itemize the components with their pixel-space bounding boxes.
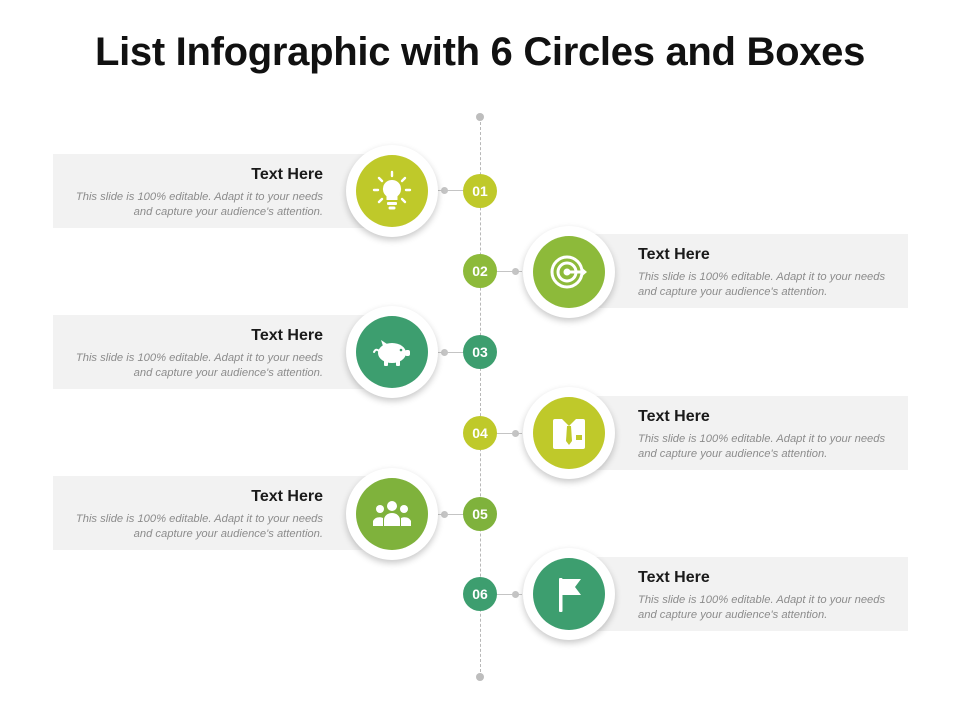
team-icon: [373, 501, 411, 526]
axis-bottom-dot: [476, 673, 484, 681]
circle-inner-1: [356, 155, 428, 227]
connector-5: [438, 514, 464, 515]
circle-5: [346, 468, 438, 560]
page-title: List Infographic with 6 Circles and Boxe…: [94, 30, 866, 74]
text-box-3: Text Here This slide is 100% editable. A…: [53, 315, 383, 389]
step-number-1: 01: [463, 174, 497, 208]
text-box-4: Text Here This slide is 100% editable. A…: [578, 396, 908, 470]
circle-inner-3: [356, 316, 428, 388]
axis-top-dot: [476, 113, 484, 121]
step-number-3: 03: [463, 335, 497, 369]
box-desc-6: This slide is 100% editable. Adapt it to…: [638, 594, 886, 621]
box-desc-4: This slide is 100% editable. Adapt it to…: [638, 433, 886, 460]
text-box-6: Text Here This slide is 100% editable. A…: [578, 557, 908, 631]
circle-6: [523, 548, 615, 640]
connector-dot-2: [512, 268, 519, 275]
box-desc-3: This slide is 100% editable. Adapt it to…: [75, 352, 323, 379]
piggy-bank-icon: [373, 340, 410, 366]
target-icon: [550, 255, 587, 289]
connector-dot-5: [441, 511, 448, 518]
lightbulb-icon: [372, 170, 412, 210]
box-desc-2: This slide is 100% editable. Adapt it to…: [638, 271, 886, 298]
step-number-4: 04: [463, 416, 497, 450]
connector-dot-6: [512, 591, 519, 598]
circle-1: [346, 145, 438, 237]
text-box-1: Text Here This slide is 100% editable. A…: [53, 154, 383, 228]
box-desc-5: This slide is 100% editable. Adapt it to…: [75, 513, 323, 540]
text-box-2: Text Here This slide is 100% editable. A…: [578, 234, 908, 308]
box-desc-1: This slide is 100% editable. Adapt it to…: [75, 191, 323, 218]
circle-3: [346, 306, 438, 398]
box-title-4: Text Here: [638, 408, 710, 425]
circle-inner-5: [356, 478, 428, 550]
timeline-axis: [480, 117, 481, 677]
connector-6: [496, 594, 522, 595]
connector-2: [496, 271, 522, 272]
step-number-5: 05: [463, 497, 497, 531]
step-number-6: 06: [463, 577, 497, 611]
box-title-5: Text Here: [251, 488, 323, 505]
text-box-5: Text Here This slide is 100% editable. A…: [53, 476, 383, 550]
box-title-3: Text Here: [251, 327, 323, 344]
connector-dot-4: [512, 430, 519, 437]
connector-dot-1: [441, 187, 448, 194]
circle-2: [523, 226, 615, 318]
step-number-2: 02: [463, 254, 497, 288]
circle-inner-2: [533, 236, 605, 308]
box-title-6: Text Here: [638, 569, 710, 586]
circle-inner-4: [533, 397, 605, 469]
circle-inner-6: [533, 558, 605, 630]
connector-dot-3: [441, 349, 448, 356]
connector-3: [438, 352, 464, 353]
flag-icon: [559, 578, 581, 612]
connector-1: [438, 190, 464, 191]
circle-4: [523, 387, 615, 479]
box-title-1: Text Here: [251, 166, 323, 183]
box-title-2: Text Here: [638, 246, 710, 263]
shirt-tie-icon: [553, 419, 585, 449]
connector-4: [496, 433, 522, 434]
